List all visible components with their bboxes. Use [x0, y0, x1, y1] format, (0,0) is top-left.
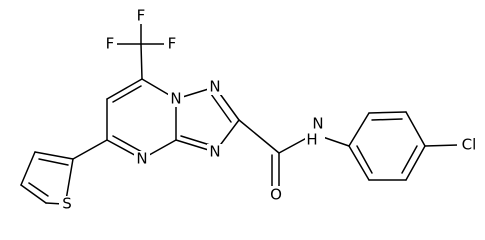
bond-phenyl-2 [368, 111, 407, 114]
fluorine-right-label: F [168, 35, 177, 53]
bond-phenyl-4-double [401, 145, 418, 174]
n3-label-bg [207, 144, 223, 160]
bond-phenyl-3 [405, 111, 426, 147]
bond-thiophene-c2-c3 [34, 151, 74, 160]
cl-label-bg [457, 136, 481, 154]
bond-c2-carbonyl [238, 119, 280, 154]
n1-label-bg [207, 79, 223, 95]
nitrogen-bridgehead-label: N [170, 90, 181, 108]
f-left-label-bg [102, 36, 117, 52]
bond-c6-c7-double [112, 85, 142, 103]
amide-hydrogen-label: H [306, 131, 317, 149]
bond-phenyl-6 [348, 145, 370, 181]
n8-label-bg [168, 91, 184, 107]
bond-phenyl-1 [348, 112, 370, 147]
bond-phenyl-2-double [371, 118, 403, 121]
fluorine-left-label: F [106, 35, 115, 53]
bond-n3-c3a-double [180, 135, 211, 146]
o-label-bg [268, 186, 285, 204]
bond-thiophene-c3-c4 [20, 151, 36, 186]
nitrogen-pyrimidine-label: N [136, 150, 147, 168]
s-label-bg [59, 196, 75, 213]
bond-c7-cf3 [140, 43, 143, 80]
n4-label-bg [134, 151, 150, 167]
bond-thiophene-c2-c3-double [38, 158, 69, 166]
bond-phenyl-cl [424, 144, 459, 147]
atom-labels: F F F N N N N N H O S Cl [59, 7, 481, 213]
bond-phenyl-4 [405, 145, 426, 181]
nitrogen-triazole-bottom-label: N [209, 143, 220, 161]
molecule-structure-diagram: F F F N N N N N H O S Cl [20, 6, 481, 213]
bond-phenyl-6-double [356, 145, 373, 174]
oxygen-label: O [270, 186, 282, 204]
bond-lines [20, 17, 459, 205]
bond-n1-c2-double [210, 93, 232, 123]
bond-c6-c7 [106, 78, 143, 100]
f-top-label-bg [134, 8, 149, 24]
amide-nitrogen-label: N [312, 115, 323, 133]
nitrogen-triazole-top-label: N [209, 78, 220, 96]
bond-thiophene-s-c2 [65, 158, 74, 201]
nh-label-bg [305, 118, 325, 148]
bond-c5-n4-double [112, 135, 143, 153]
chlorine-label: Cl [462, 136, 477, 154]
sulfur-label: S [62, 195, 72, 213]
fluorine-top-label: F [137, 7, 146, 25]
bond-c5-thiophene [72, 139, 108, 160]
f-right-label-bg [164, 36, 179, 52]
bond-thiophene-c4-c5-double [28, 182, 49, 197]
bond-thiophene-c4-c5 [20, 184, 47, 204]
